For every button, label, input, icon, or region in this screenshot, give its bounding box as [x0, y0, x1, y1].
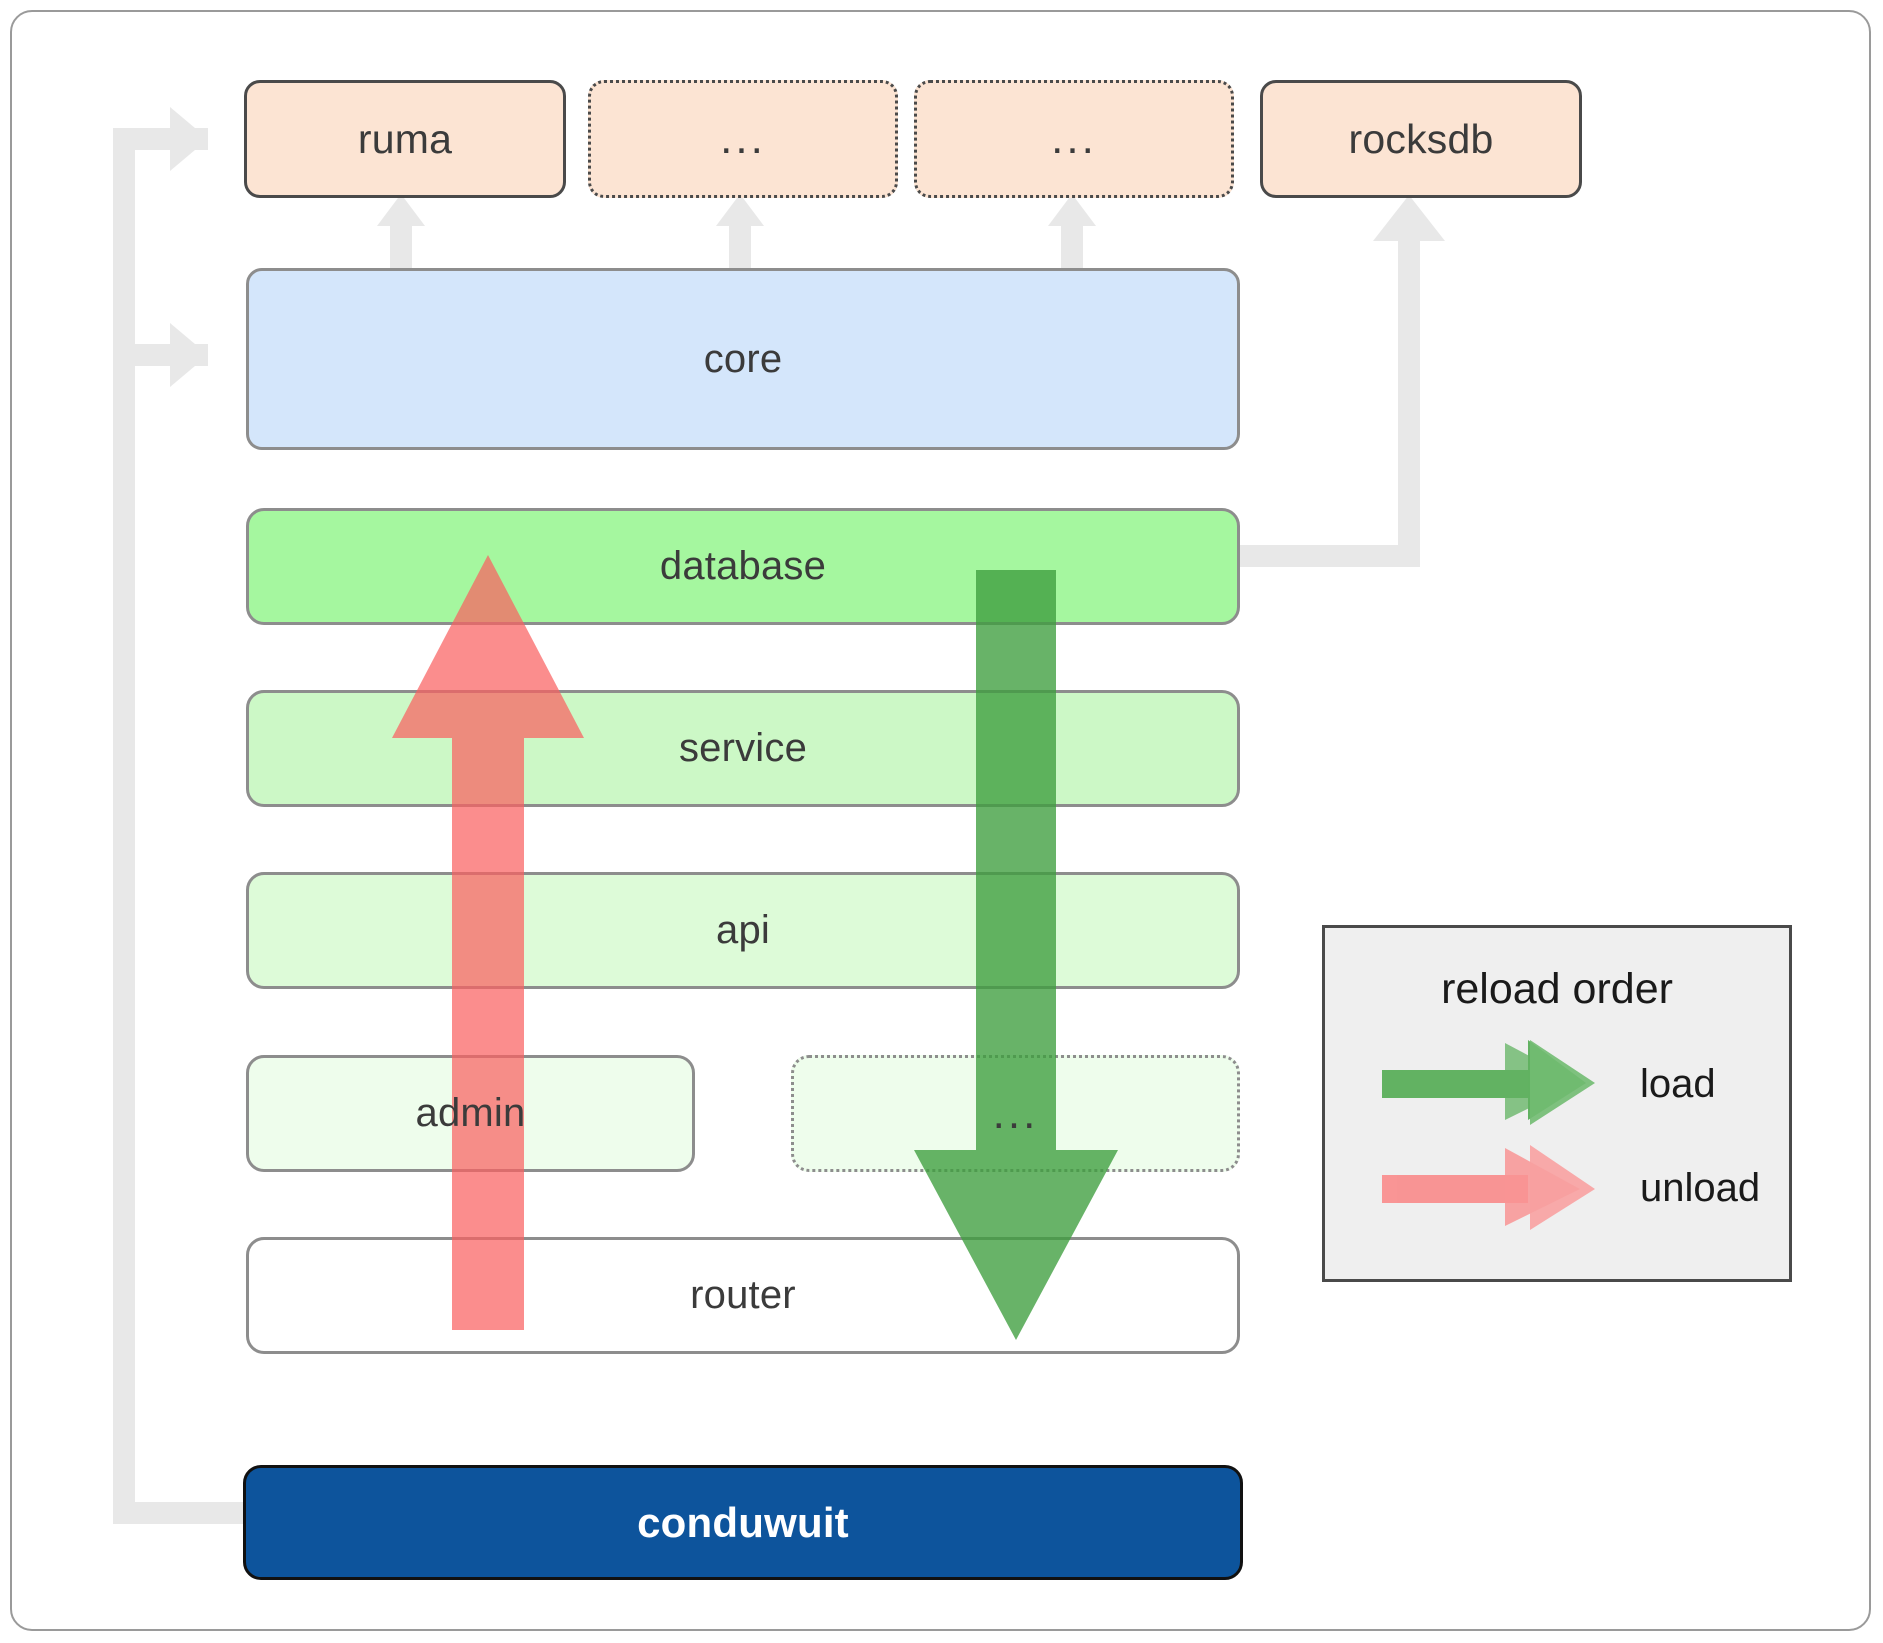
connector-core-to-ruma-stem [390, 222, 412, 272]
node-database[interactable]: database [246, 508, 1240, 625]
connector-left-trunk [113, 128, 135, 1524]
node-rocksdb-label: rocksdb [1348, 115, 1494, 162]
legend-load-label: load [1640, 1062, 1716, 1106]
node-ruma-label: ruma [357, 115, 453, 162]
node-conduwuit[interactable]: conduwuit [243, 1465, 1243, 1580]
node-api-label: api [716, 908, 770, 952]
connector-core-to-ellipsis1-stem [729, 222, 751, 272]
node-top-ellipsis-1-label: ... [720, 114, 766, 163]
node-service[interactable]: service [246, 690, 1240, 807]
node-layer-ellipsis[interactable]: ... [791, 1055, 1240, 1172]
node-top-ellipsis-2-label: ... [1051, 114, 1097, 163]
connector-core-to-ellipsis2-arrowhead [1048, 194, 1096, 226]
node-core[interactable]: core [246, 268, 1240, 450]
node-service-label: service [678, 726, 808, 770]
connector-to-core-arrowhead [170, 323, 208, 387]
connector-core-to-ruma-arrowhead [377, 194, 425, 226]
legend-unload-label: unload [1640, 1166, 1761, 1210]
connector-rocksdb-arrowhead [1373, 195, 1445, 241]
legend-title: reload order [1441, 965, 1673, 1013]
node-layer-ellipsis-label: ... [992, 1088, 1039, 1138]
connector-to-ruma-arrowhead [170, 107, 208, 171]
node-admin-label: admin [415, 1091, 526, 1135]
connector-core-to-ellipsis1-arrowhead [716, 194, 764, 226]
node-rocksdb[interactable]: rocksdb [1260, 80, 1582, 198]
node-core-label: core [703, 336, 783, 381]
node-router-label: router [690, 1273, 796, 1317]
node-top-ellipsis-2[interactable]: ... [914, 80, 1234, 198]
diagram-frame [10, 10, 1871, 1631]
node-conduwuit-label: conduwuit [637, 1498, 849, 1546]
connector-database-to-rocksdb-horizontal [1230, 545, 1420, 567]
node-top-ellipsis-1[interactable]: ... [588, 80, 898, 198]
node-api[interactable]: api [246, 872, 1240, 989]
node-ruma[interactable]: ruma [244, 80, 566, 198]
node-admin[interactable]: admin [246, 1055, 695, 1172]
connector-database-to-rocksdb-vertical [1398, 238, 1420, 558]
node-database-label: database [659, 544, 827, 588]
node-router[interactable]: router [246, 1237, 1240, 1354]
connector-to-conduwuit-stem [113, 1502, 243, 1524]
connector-core-to-ellipsis2-stem [1061, 222, 1083, 272]
